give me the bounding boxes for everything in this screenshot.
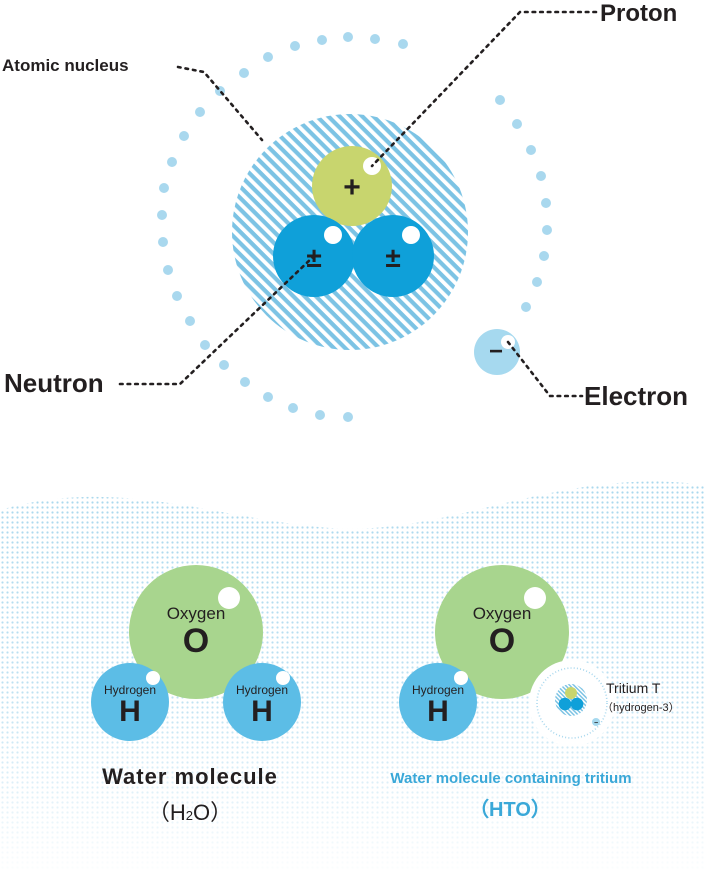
hto-oxygen-label: Oxygen xyxy=(472,604,532,623)
neutron-label: Neutron xyxy=(4,368,104,398)
hto-hydrogen-label: Hydrogen xyxy=(411,683,465,697)
h2o-caption: Water molecule xyxy=(102,764,278,789)
leader-neutron xyxy=(118,254,316,386)
h2o-oxygen-symbol: O xyxy=(182,622,210,660)
neutron-particle-right: ± xyxy=(352,215,434,297)
electron-symbol: − xyxy=(489,338,503,365)
electron-particle: − xyxy=(474,329,520,375)
hto-caption: Water molecule containing tritium xyxy=(390,770,632,787)
electron-orbit xyxy=(157,32,552,422)
h2o-molecule xyxy=(91,565,301,741)
leader-lines xyxy=(118,10,598,398)
h2o-formula-prefix: （H xyxy=(147,800,186,825)
tritium-sublabel: （hydrogen-3） xyxy=(602,702,680,714)
hto-oxygen-symbol: O xyxy=(488,622,516,660)
hto-formula: （HTO） xyxy=(469,799,551,821)
leader-atomic-nucleus xyxy=(176,65,264,142)
svg-text:−: − xyxy=(594,720,598,727)
h2o-hydrogen-label-left: Hydrogen xyxy=(103,683,157,697)
proton-label: Proton xyxy=(600,0,678,27)
atomic-nucleus-label: Atomic nucleus xyxy=(2,56,129,75)
hto-molecule: − xyxy=(399,565,615,746)
proton-symbol: + xyxy=(343,171,361,204)
h2o-formula-subscript: 2 xyxy=(185,808,193,823)
h2o-oxygen-label: Oxygen xyxy=(166,604,226,623)
leader-proton xyxy=(370,10,598,168)
h2o-formula-suffix: O） xyxy=(193,800,233,825)
h2o-hydrogen-symbol-right: H xyxy=(251,695,273,728)
h2o-formula: （H2O） xyxy=(110,795,270,827)
neutron-symbol: ± xyxy=(385,242,400,273)
tritium-label: Tritium T xyxy=(606,680,661,696)
h2o-hydrogen-symbol-left: H xyxy=(119,695,141,728)
h2o-hydrogen-label-right: Hydrogen xyxy=(235,683,289,697)
hto-hydrogen-symbol: H xyxy=(427,695,449,728)
proton-particle: + xyxy=(312,146,392,226)
electron-label: Electron xyxy=(584,381,689,411)
leader-electron xyxy=(506,340,584,398)
